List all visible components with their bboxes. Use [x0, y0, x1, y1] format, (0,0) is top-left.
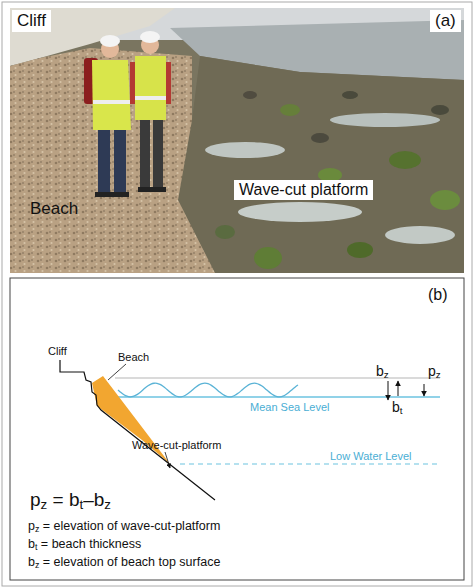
tide-pool: [385, 226, 455, 244]
text-run: Beach: [30, 199, 78, 218]
level-label: Low Water Level: [330, 450, 412, 462]
level-label: Mean Sea Level: [250, 401, 330, 413]
part-label: Cliff: [48, 345, 67, 357]
text-run: –: [83, 489, 94, 510]
person-leg: [114, 125, 126, 195]
symbol: b: [392, 399, 400, 415]
dark-rock: [243, 91, 257, 99]
text-run: = elevation of wave-cut-platform: [39, 519, 220, 533]
person-leg: [153, 118, 163, 190]
dark-rock: [431, 105, 449, 115]
label-box: Wave-cut platform: [234, 180, 373, 200]
label-box: (a): [430, 10, 461, 32]
text-run: = beach thickness: [37, 537, 141, 551]
definition: bt = beach thickness: [28, 538, 141, 552]
subscript: t: [35, 542, 37, 552]
subscript: t: [400, 405, 403, 416]
person-shoe: [95, 192, 112, 197]
text-run: Cliff: [48, 345, 67, 357]
dark-rock: [311, 133, 329, 143]
tide-pool: [238, 202, 362, 222]
green-rock: [254, 247, 282, 269]
dark-rock: [342, 91, 358, 99]
person-shoe: [152, 187, 166, 192]
text-run: = elevation of beach top surface: [39, 555, 220, 569]
symbol: p: [428, 363, 436, 379]
text-run: Wave-cut-platform: [132, 439, 221, 451]
symbol: b: [28, 555, 35, 569]
text-run: (b): [428, 286, 448, 303]
reflective-stripe: [135, 96, 166, 100]
subscript: z: [35, 524, 39, 534]
shingle-beach: [10, 48, 215, 273]
reflective-stripe: [93, 100, 130, 104]
tide-pool: [205, 142, 285, 158]
panel-letter: (b): [428, 286, 448, 304]
subscript: z: [384, 369, 389, 380]
text-run: Mean Sea Level: [250, 401, 330, 413]
subscript: z: [436, 369, 441, 380]
label-box: Cliff: [12, 10, 51, 32]
wave-curve: [118, 383, 298, 397]
green-rock: [389, 151, 421, 169]
text-run: =: [47, 489, 69, 510]
symbol: b: [94, 489, 105, 510]
low-water-level-line: [180, 463, 440, 464]
leader-line: [108, 364, 126, 380]
green-rock: [430, 190, 460, 210]
green-rock: [347, 242, 373, 258]
symbol-label: pz: [428, 364, 441, 379]
hi-vis-vest: [92, 60, 131, 130]
person-leg: [98, 125, 110, 195]
formula: pz = bt–bz: [30, 490, 111, 511]
part-label: Wave-cut-platform: [132, 439, 221, 451]
cliff-platform-profile: [60, 360, 215, 500]
text-run: Low Water Level: [330, 450, 412, 462]
photo-label: Beach: [30, 200, 78, 219]
hi-vis-vest: [135, 56, 166, 120]
safety-helmet: [100, 35, 120, 47]
symbol: b: [28, 537, 35, 551]
node-text: Cliff: [17, 11, 46, 31]
safety-helmet: [140, 31, 160, 43]
symbol: b: [69, 489, 80, 510]
symbol: p: [28, 519, 35, 533]
subscript: t: [79, 497, 83, 512]
photo: [10, 8, 464, 273]
person-shoe: [112, 192, 129, 197]
definition: bz = elevation of beach top surface: [28, 556, 220, 570]
photo-base: [10, 8, 464, 273]
rock-platform: [178, 56, 464, 273]
tide-pool: [330, 113, 440, 127]
green-rock: [280, 104, 300, 116]
beach-top-level: [115, 378, 440, 379]
up-arrow: [398, 381, 399, 396]
person-shoe: [138, 187, 152, 192]
text-run: Beach: [118, 351, 149, 363]
panel-frame: [10, 278, 464, 580]
down-arrow: [388, 381, 389, 400]
green-rock: [215, 225, 235, 239]
leader-arrow: [165, 452, 170, 468]
node-text: (a): [435, 11, 456, 31]
node-text: Wave-cut platform: [239, 181, 368, 199]
part-label: Beach: [118, 351, 149, 363]
symbol: b: [376, 363, 384, 379]
subscript: z: [41, 497, 48, 512]
person-leg: [140, 118, 150, 190]
symbol: p: [30, 489, 41, 510]
symbol-label: bt: [392, 400, 403, 415]
down-arrow: [424, 384, 425, 396]
definition: pz = elevation of wave-cut-platform: [28, 520, 220, 534]
subscript: z: [35, 560, 39, 570]
subscript: z: [104, 497, 111, 512]
symbol-label: bz: [376, 364, 389, 379]
